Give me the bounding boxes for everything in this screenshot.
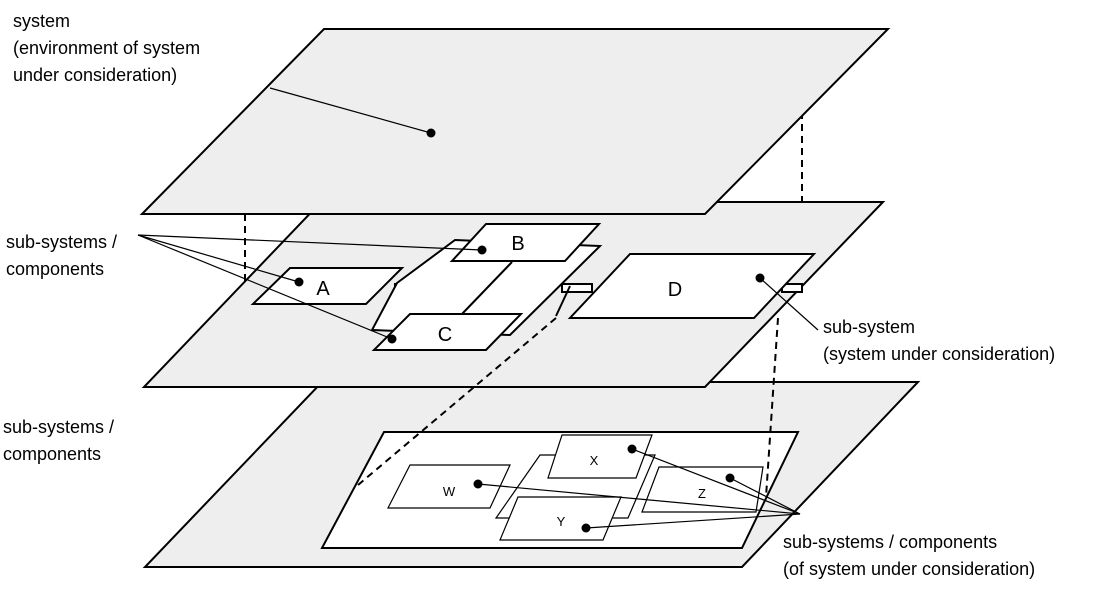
leader-line [729,477,801,515]
component-a [250,267,405,305]
svg-text:system: system [13,11,70,31]
component-z-label: Z [698,486,706,501]
anchor-dot [477,245,487,255]
svg-text:(environment of system: (environment of system [13,38,200,58]
leader-line [759,277,819,331]
svg-text:(of system under consideration: (of system under consideration) [783,559,1035,579]
anchor-dot [581,523,591,533]
anchor-dot [294,277,304,287]
top-plane [139,28,891,215]
anchor-dot [473,479,483,489]
leader-line [477,483,801,515]
leader-line [269,87,432,134]
svg-text:sub-systems / components: sub-systems / components [783,532,997,552]
leader-line [137,234,393,340]
component-x-label: X [590,453,599,468]
subsystems-bottom-label: sub-systems / components [3,417,114,464]
svg-text:components: components [6,259,104,279]
svg-text:sub-system: sub-system [823,317,915,337]
leader-line [137,234,300,283]
component-x [547,434,653,479]
subsystem-label: sub-system (system under consideration) [823,317,1055,364]
anchor-dot [387,334,397,344]
svg-text:(system under consideration): (system under consideration) [823,344,1055,364]
anchor-dot [725,473,735,483]
bus-link [555,285,571,317]
leader-line [585,513,801,529]
bus-connector [561,283,593,293]
anchor-dot [627,444,637,454]
component-w [387,464,511,509]
subsystems-top-label: sub-systems / components [6,232,117,279]
leader-line [631,448,801,515]
leader-line [137,234,483,251]
svg-text:sub-systems /: sub-systems / [3,417,114,437]
component-a-label: A [316,278,330,300]
svg-text:under consideration): under consideration) [13,65,177,85]
component-d [567,253,817,319]
svg-text:sub-systems /: sub-systems / [6,232,117,252]
svg-text:components: components [3,444,101,464]
component-y [499,496,622,541]
bus-link [461,261,513,315]
component-c [371,313,524,351]
system-label: system (environment of system under cons… [13,11,200,85]
component-y-label: Y [557,514,566,529]
component-d-label: D [668,279,682,301]
anchor-dot [426,128,436,138]
subsystems-of-label: sub-systems / components (of system unde… [783,532,1035,579]
component-b-label: B [511,233,524,255]
dashed-projection [765,317,779,498]
component-w-label: W [443,484,456,499]
anchor-dot [755,273,765,283]
component-c-label: C [438,324,452,346]
